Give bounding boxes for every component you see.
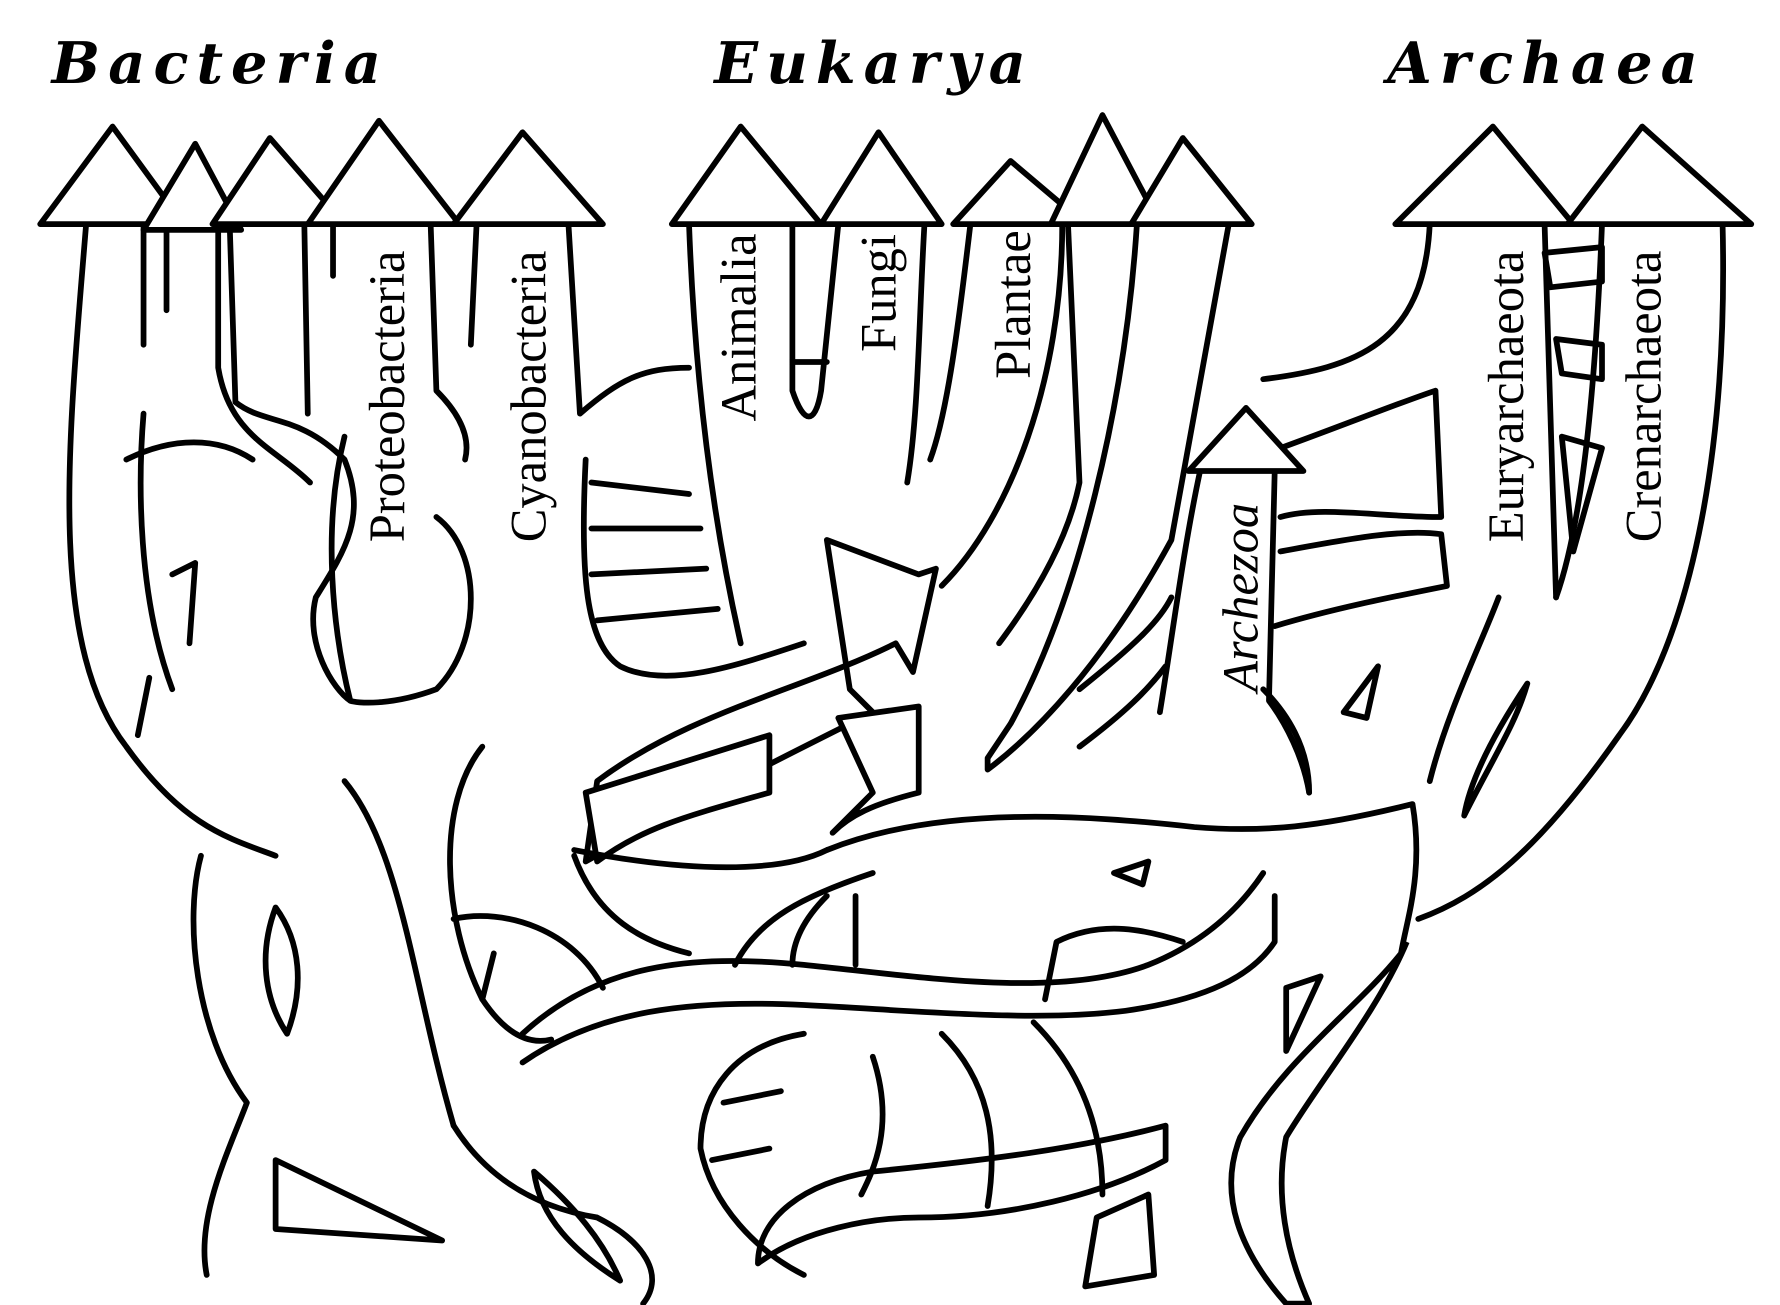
heading-bacteria: Bacteria	[50, 29, 389, 97]
label-crenarchaeota: Crenarchaeota	[1616, 251, 1672, 543]
heading-archaea: Archaea	[1382, 29, 1706, 97]
heading-eukarya: Eukarya	[712, 29, 1034, 97]
label-plantae: Plantae	[985, 230, 1041, 379]
arrowheads	[37, 112, 1755, 474]
label-fungi: Fungi	[851, 234, 907, 352]
branches	[66, 221, 1726, 1305]
label-animalia: Animalia	[711, 234, 767, 422]
label-euryarchaeota: Euryarchaeota	[1478, 251, 1534, 543]
label-archezoa: Archezoa	[1212, 503, 1268, 695]
label-cyanobacteria: Cyanobacteria	[500, 251, 556, 543]
label-proteobacteria: Proteobacteria	[359, 251, 415, 543]
